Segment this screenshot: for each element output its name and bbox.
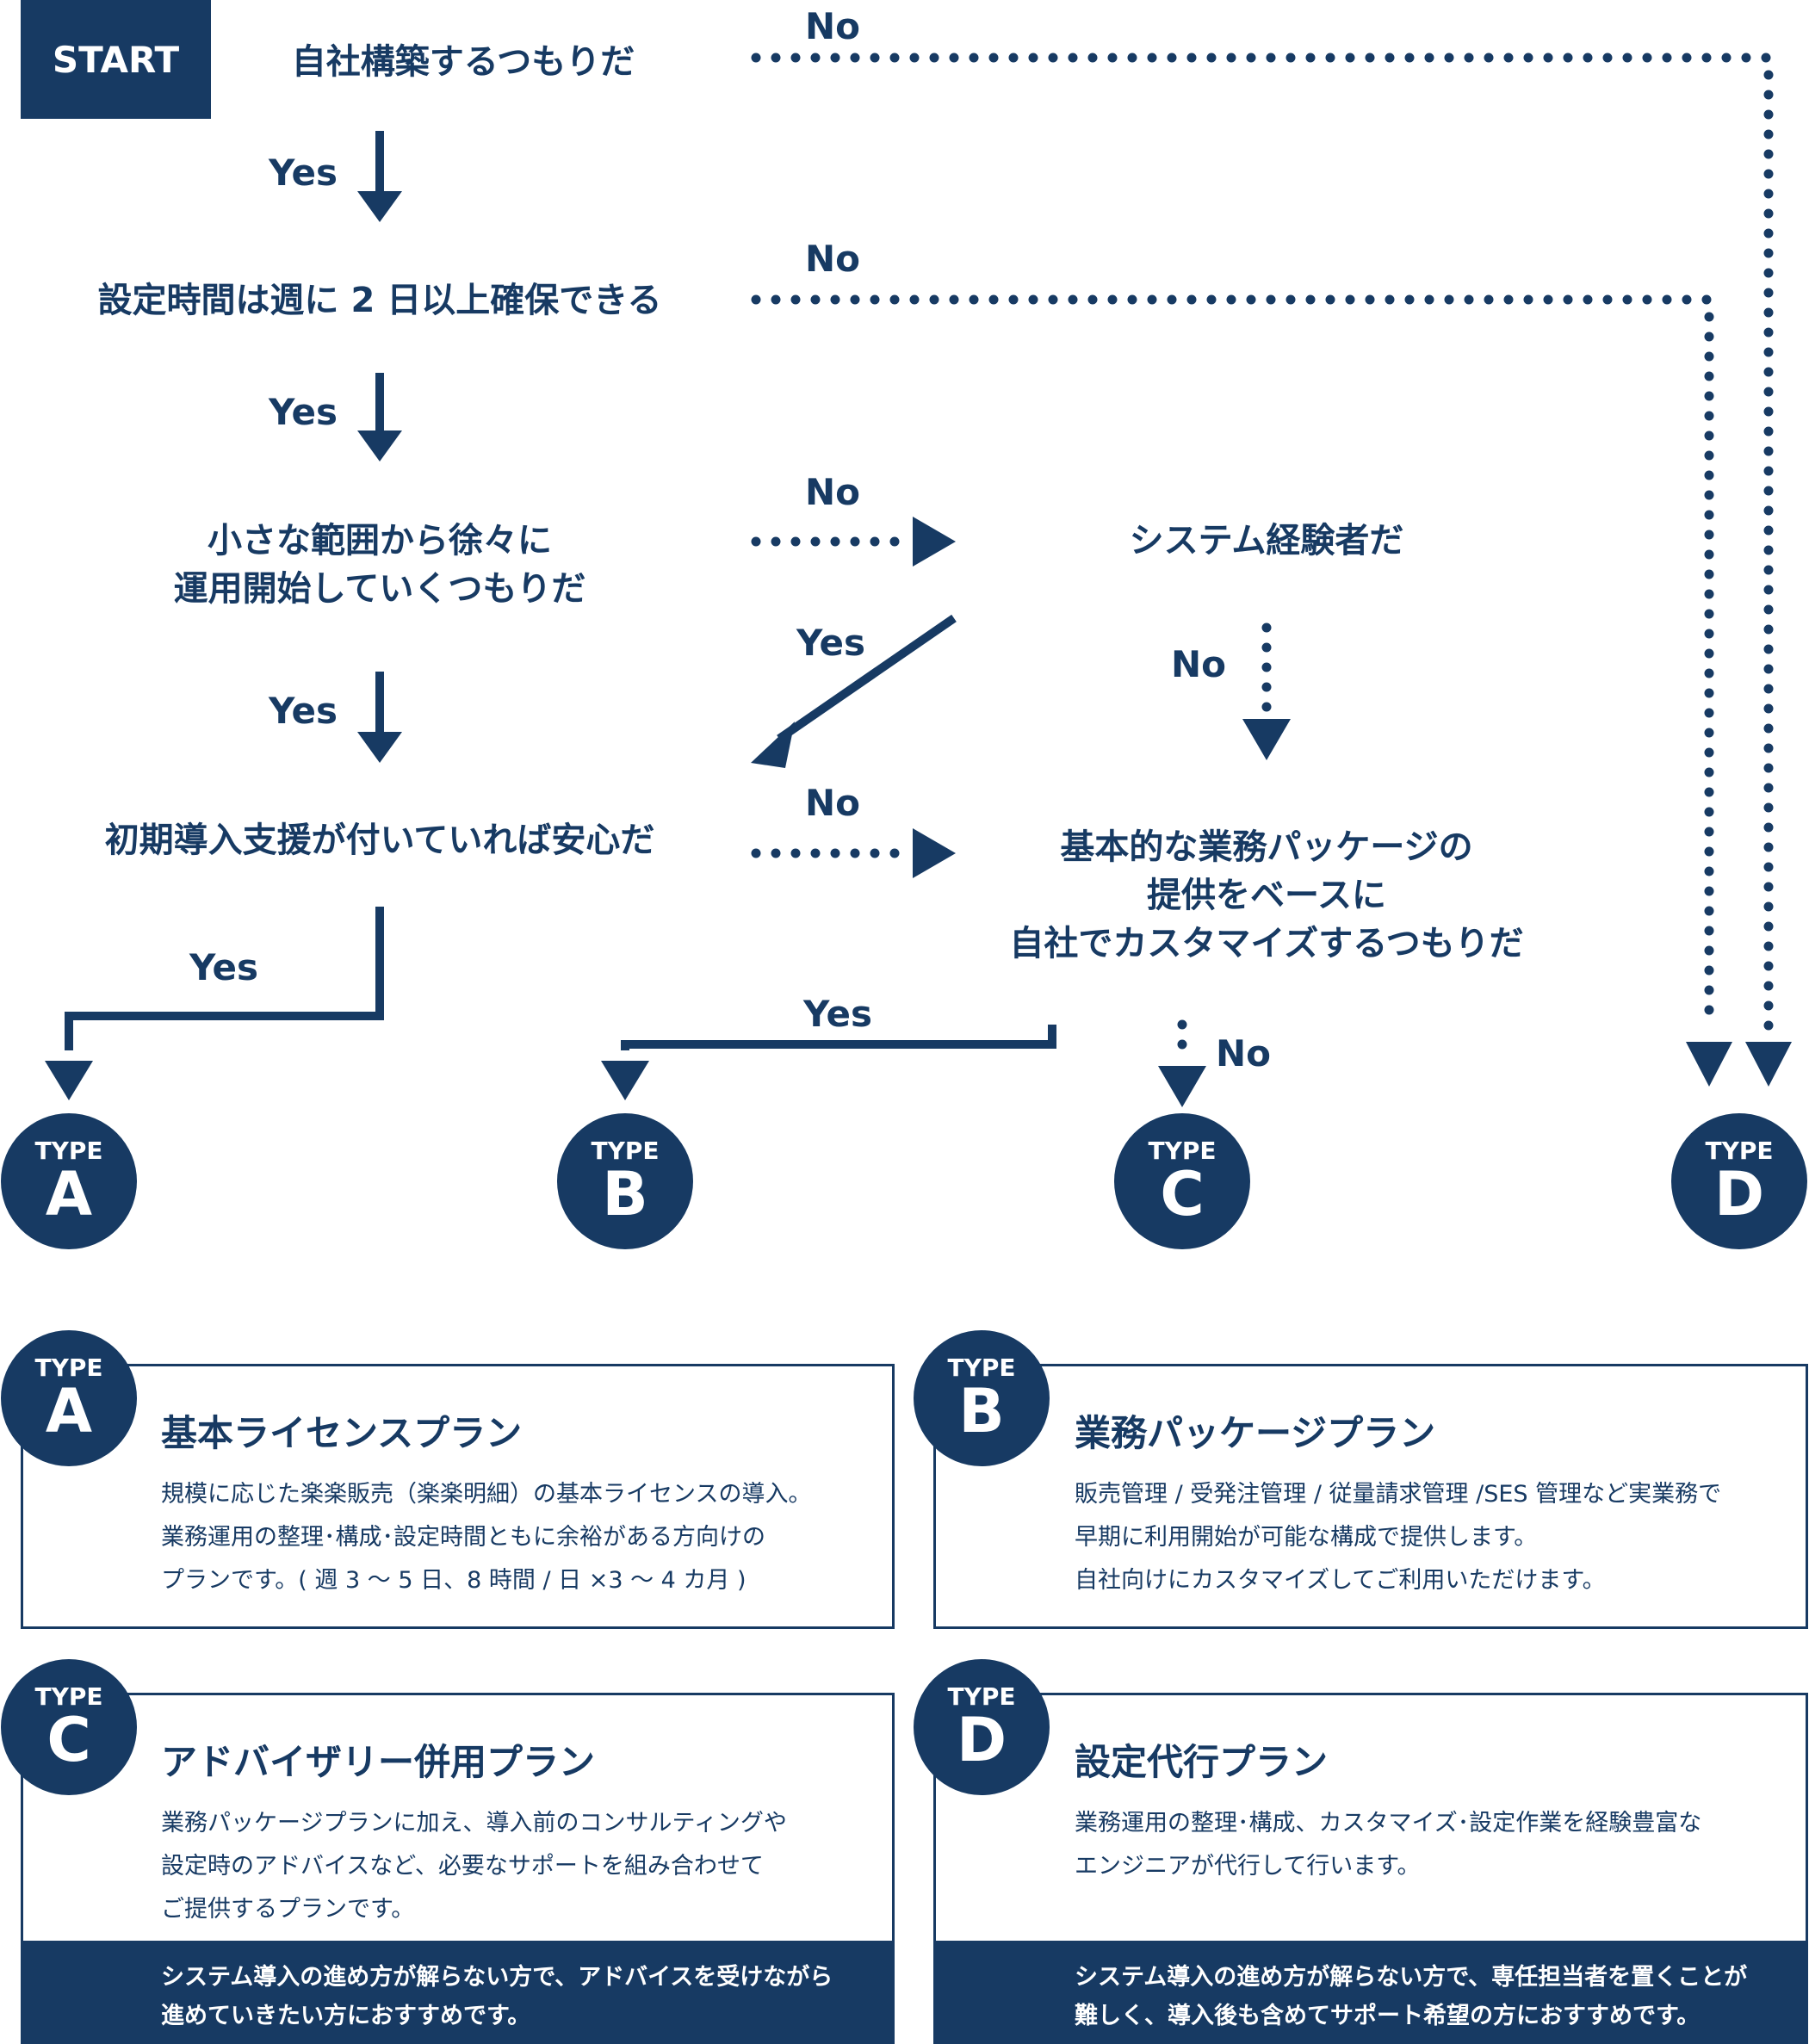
- plan-badge-b: TYPE B: [914, 1330, 1050, 1466]
- outcome-type-a: TYPE A: [1, 1113, 137, 1249]
- yes-arrow-q5: [777, 614, 957, 743]
- type-letter: D: [1713, 1159, 1765, 1229]
- type-letter: B: [602, 1159, 648, 1229]
- plan-desc-line: 自社向けにカスタマイズしてご利用いただけます。: [1075, 1567, 1606, 1594]
- plan-desc-line: 販売管理 / 受発注管理 / 従量請求管理 /SES 管理など実業務で: [1075, 1481, 1722, 1508]
- type-word: TYPE: [34, 1682, 103, 1711]
- yes-label: Yes: [796, 622, 866, 664]
- plan-desc-line: 設定時のアドバイスなど、必要なサポートを組み合わせて: [161, 1853, 764, 1880]
- no-label: No: [805, 782, 861, 824]
- arrowhead: [751, 722, 795, 768]
- type-word: TYPE: [1705, 1137, 1774, 1165]
- plan-card-b: 業務パッケージプラン 販売管理 / 受発注管理 / 従量請求管理 /SES 管理…: [933, 1364, 1808, 1629]
- arrowhead: [357, 430, 402, 461]
- question-package-custom-line2: 提供をベースに: [1147, 876, 1386, 915]
- plan-desc-line: 規模に応じた楽楽販売（楽楽明細）の基本ライセンスの導入。: [161, 1481, 812, 1508]
- no-label: No: [805, 5, 861, 47]
- type-word: TYPE: [947, 1682, 1016, 1711]
- plan-badge-c: TYPE C: [1, 1659, 137, 1795]
- plan-recommendation: システム導入の進め方が解らない方で、専任担当者を置くことが 難しく、導入後も含め…: [933, 1941, 1808, 2044]
- arrowhead: [601, 1061, 649, 1100]
- type-word: TYPE: [34, 1353, 103, 1382]
- arrowhead: [357, 191, 402, 222]
- question-package-custom-line3: 自社でカスタマイズするつもりだ: [1009, 924, 1524, 963]
- outcome-type-d: TYPE D: [1671, 1113, 1807, 1249]
- recommendation-line: システム導入の進め方が解らない方で、アドバイスを受けながら: [161, 1964, 833, 1991]
- yes-connector-to-b: [621, 1025, 1056, 1050]
- question-setup-time: 設定時間は週に 2 日以上確保できる: [97, 281, 662, 320]
- recommendation-line: システム導入の進め方が解らない方で、専任担当者を置くことが: [1075, 1964, 1748, 1991]
- type-letter: D: [956, 1705, 1007, 1775]
- type-letter: A: [45, 1159, 93, 1229]
- plan-title: 基本ライセンスプラン: [161, 1412, 523, 1454]
- arrowhead: [1686, 1042, 1732, 1087]
- question-package-custom-line1: 基本的な業務パッケージの: [1060, 827, 1473, 867]
- type-letter: C: [46, 1705, 91, 1775]
- no-label: No: [805, 471, 861, 513]
- no-label: No: [1171, 643, 1227, 685]
- plan-card-a: 基本ライセンスプラン 規模に応じた楽楽販売（楽楽明細）の基本ライセンスの導入。 …: [21, 1364, 895, 1629]
- question-system-experience: システム経験者だ: [1129, 521, 1404, 561]
- type-word: TYPE: [947, 1353, 1016, 1382]
- yes-label: Yes: [269, 152, 338, 194]
- plan-desc-line: 業務運用の整理･構成･設定時間ともに余裕がある方向けの: [161, 1524, 765, 1551]
- flowchart-connectors: [45, 53, 1792, 1107]
- yes-label: Yes: [189, 946, 259, 988]
- type-word: TYPE: [591, 1137, 660, 1165]
- question-self-build: 自社構築するつもりだ: [291, 42, 635, 82]
- question-gradual-start-line2: 運用開始していくつもりだ: [173, 569, 586, 609]
- plan-title: 業務パッケージプラン: [1075, 1412, 1436, 1454]
- arrowhead: [913, 828, 956, 878]
- type-letter: A: [45, 1376, 93, 1446]
- recommendation-line: 難しく、導入後も含めてサポート希望の方におすすめです。: [1075, 2003, 1701, 2029]
- no-connector-q2: [751, 294, 1714, 1034]
- plan-card-c: アドバイザリー併用プラン 業務パッケージプランに加え、導入前のコンサルティングや…: [21, 1693, 895, 2044]
- plan-desc-line: プランです。( 週 3 ～ 5 日、8 時間 / 日 ×3 ～ 4 カ月 ): [161, 1567, 747, 1594]
- plan-badge-a: TYPE A: [1, 1330, 137, 1466]
- yes-label: Yes: [269, 391, 338, 433]
- arrowhead: [45, 1061, 93, 1100]
- type-word: TYPE: [1148, 1137, 1217, 1165]
- outcome-type-c: TYPE C: [1114, 1113, 1250, 1249]
- yes-label: Yes: [803, 993, 873, 1035]
- arrowhead: [357, 732, 402, 763]
- arrowhead: [913, 517, 956, 567]
- plan-desc-line: 業務運用の整理･構成、カスタマイズ･設定作業を経験豊富な: [1075, 1810, 1702, 1837]
- arrowhead: [1745, 1042, 1792, 1087]
- no-label: No: [805, 238, 861, 280]
- question-gradual-start-line1: 小さな範囲から徐々に: [208, 521, 552, 561]
- plan-title: アドバイザリー併用プラン: [161, 1741, 596, 1783]
- question-initial-support: 初期導入支援が付いていれば安心だ: [104, 821, 655, 860]
- type-word: TYPE: [34, 1137, 103, 1165]
- type-letter: C: [1160, 1159, 1205, 1229]
- recommendation-line: 進めていきたい方におすすめです。: [161, 2003, 531, 2029]
- arrowhead: [1158, 1066, 1206, 1107]
- plan-card-d: 設定代行プラン 業務運用の整理･構成、カスタマイズ･設定作業を経験豊富な エンジ…: [933, 1693, 1808, 2044]
- plan-desc-line: 早期に利用開始が可能な構成で提供します。: [1075, 1524, 1538, 1551]
- type-letter: B: [958, 1376, 1005, 1446]
- plan-recommendation: システム導入の進め方が解らない方で、アドバイスを受けながら 進めていきたい方にお…: [21, 1941, 895, 2044]
- start-label: START: [52, 39, 180, 81]
- outcome-type-b: TYPE B: [557, 1113, 693, 1249]
- start-box: START: [21, 0, 211, 119]
- plan-badge-d: TYPE D: [914, 1659, 1050, 1795]
- plan-desc-line: 業務パッケージプランに加え、導入前のコンサルティングや: [161, 1810, 787, 1837]
- no-label: No: [1216, 1032, 1272, 1075]
- arrowhead: [1242, 719, 1291, 760]
- flowchart: START 自社構築するつもりだ 設定時間は週に 2 日以上確保できる 小さな範…: [1, 0, 1807, 1249]
- plan-desc-line: ご提供するプランです。: [161, 1896, 415, 1923]
- yes-connector-to-a: [65, 907, 384, 1050]
- plan-desc-line: エンジニアが代行して行います。: [1075, 1853, 1421, 1880]
- no-connector-q1: [751, 53, 1774, 1034]
- yes-label: Yes: [269, 690, 338, 732]
- plan-title: 設定代行プラン: [1075, 1741, 1329, 1783]
